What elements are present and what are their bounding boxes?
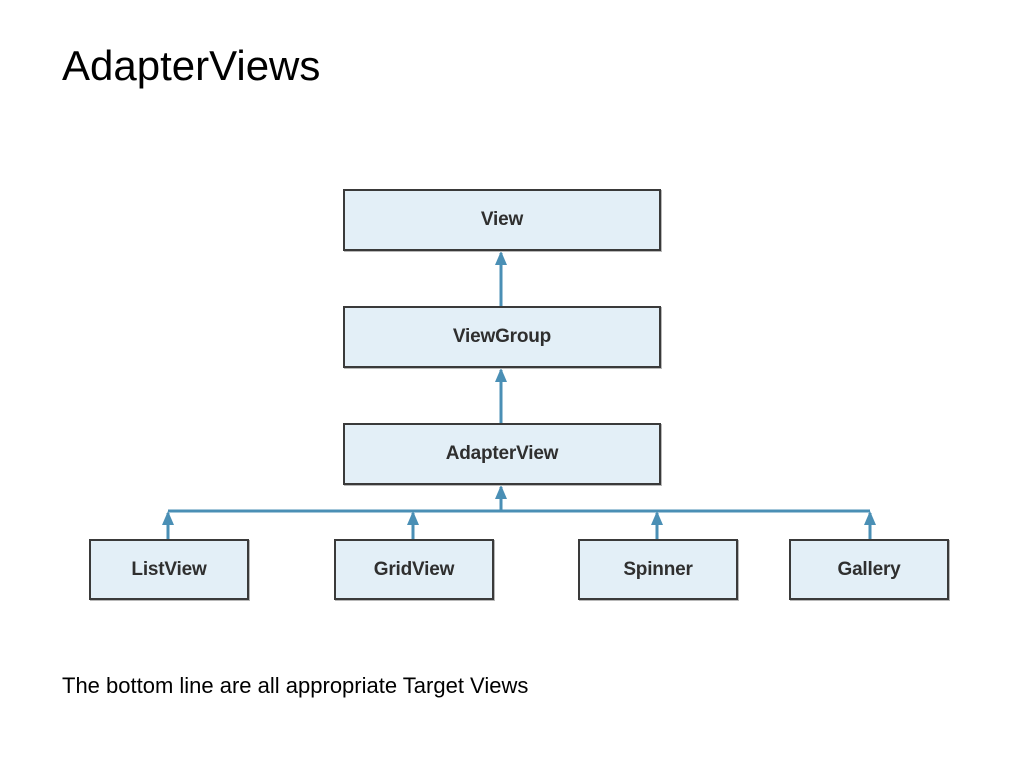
node-view-label: View (480, 209, 524, 230)
node-spinner-label: Spinner (623, 558, 693, 580)
node-viewgroup: ViewGroup (343, 306, 661, 368)
node-viewgroup-label: ViewGroup (452, 326, 552, 347)
slide-caption: The bottom line are all appropriate Targ… (62, 673, 529, 698)
node-listview: ListView (89, 539, 249, 600)
node-adapterview-label: AdapterView (445, 443, 559, 464)
node-gallery: Gallery (789, 539, 949, 600)
node-gallery-label: Gallery (837, 558, 901, 580)
node-adapterview: AdapterView (343, 423, 661, 485)
node-view: View (343, 189, 661, 251)
node-gridview-label: GridView (373, 558, 455, 580)
node-spinner: Spinner (578, 539, 738, 600)
node-listview-label: ListView (131, 558, 207, 580)
slide-title: AdapterViews (62, 42, 321, 89)
node-gridview: GridView (334, 539, 494, 600)
